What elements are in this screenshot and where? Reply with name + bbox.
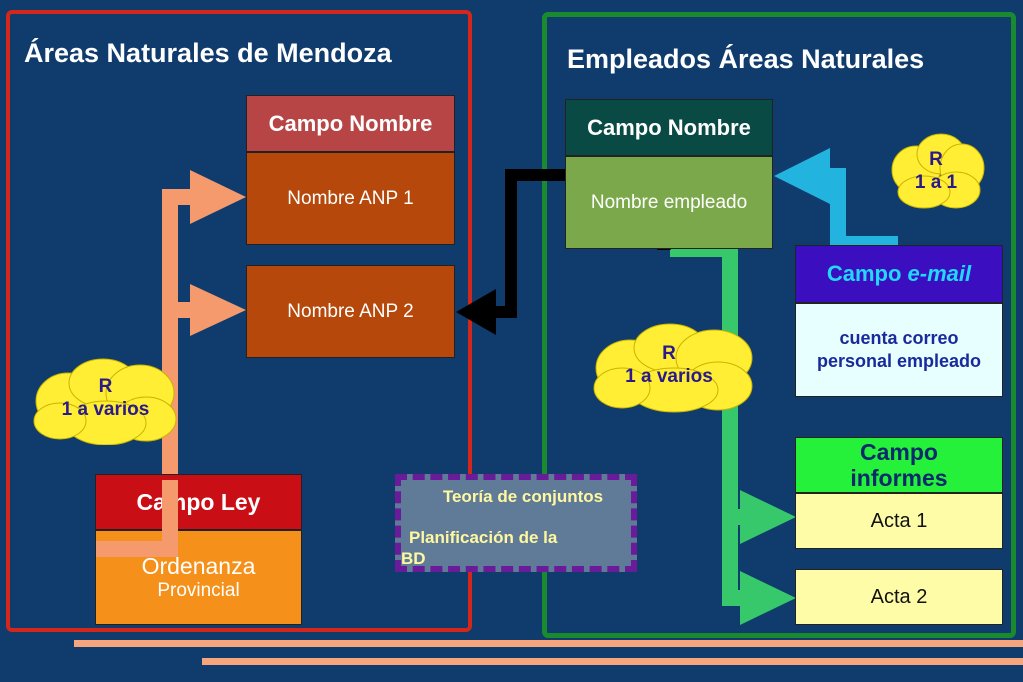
cloud-relation-left: R 1 a varios [28, 357, 183, 445]
informes-row-1: Acta 1 [795, 493, 1003, 549]
left-nombre-header: Campo Nombre [246, 95, 455, 152]
left-panel-title: Áreas Naturales de Mendoza [24, 38, 392, 68]
green-arrowhead-2 [740, 571, 796, 625]
cloud-shape-informes [593, 323, 753, 413]
salmon-overlay-line [96, 480, 178, 557]
left-nombre-row-1: Nombre ANP 1 [246, 152, 455, 245]
green-arrowhead-1 [740, 490, 796, 544]
cloud-informes-symbol: R [662, 343, 676, 364]
ley-header: Campo Ley [95, 474, 302, 530]
email-header-italic: e-mail [907, 261, 972, 286]
right-panel-border [542, 12, 1016, 638]
email-value-line2: personal empleado [816, 351, 982, 371]
cloud-relation-email: R 1 a 1 [886, 132, 986, 210]
decorative-stripe-bottom [202, 658, 1023, 665]
cloud-informes-label: 1 a varios [625, 366, 713, 387]
sets-note-box: Teoría de conjuntos Planificación de la … [395, 474, 637, 572]
black-arrowhead [456, 289, 496, 335]
left-nombre-row-2: Nombre ANP 2 [246, 265, 455, 358]
black-connector-line [492, 169, 566, 318]
sets-note-line1: Teoría de conjuntos [442, 487, 604, 506]
informes-header-line1: Campo [860, 439, 938, 465]
cloud-left-label: 1 a varios [61, 399, 150, 420]
cloud-relation-informes: R 1 a varios [588, 322, 760, 414]
informes-header-line2: informes [850, 465, 948, 491]
ley-value-line1: Ordenanza [141, 553, 256, 579]
ley-value-line2: Provincial [157, 580, 240, 601]
decorative-stripe-top [74, 640, 1023, 647]
sets-note-line2: Planificación de la [409, 528, 558, 547]
email-header: Campo e-mail [795, 245, 1003, 303]
cloud-shape-left [33, 358, 177, 445]
right-nombre-value: Nombre empleado [565, 156, 773, 249]
email-header-prefix: Campo [826, 261, 908, 286]
salmon-arrowhead-2 [190, 284, 246, 336]
cloud-email-symbol: R [929, 149, 943, 170]
salmon-arrowhead-1 [190, 170, 246, 224]
left-panel-border [6, 10, 472, 632]
right-panel-title: Empleados Áreas Naturales [567, 44, 925, 74]
email-value: cuenta correo personal empleado [795, 303, 1003, 397]
informes-row-2: Acta 2 [795, 569, 1003, 625]
sets-note-line3: BD [401, 549, 426, 568]
cloud-email-label: 1 a 1 [914, 172, 958, 193]
cloud-left-symbol: R [98, 376, 113, 397]
blue-arrowhead [774, 148, 830, 204]
informes-header: Campo informes [795, 437, 1003, 493]
email-value-line1: cuenta correo [839, 328, 959, 348]
right-nombre-header: Campo Nombre [565, 99, 773, 156]
cloud-shape-email [891, 133, 985, 209]
